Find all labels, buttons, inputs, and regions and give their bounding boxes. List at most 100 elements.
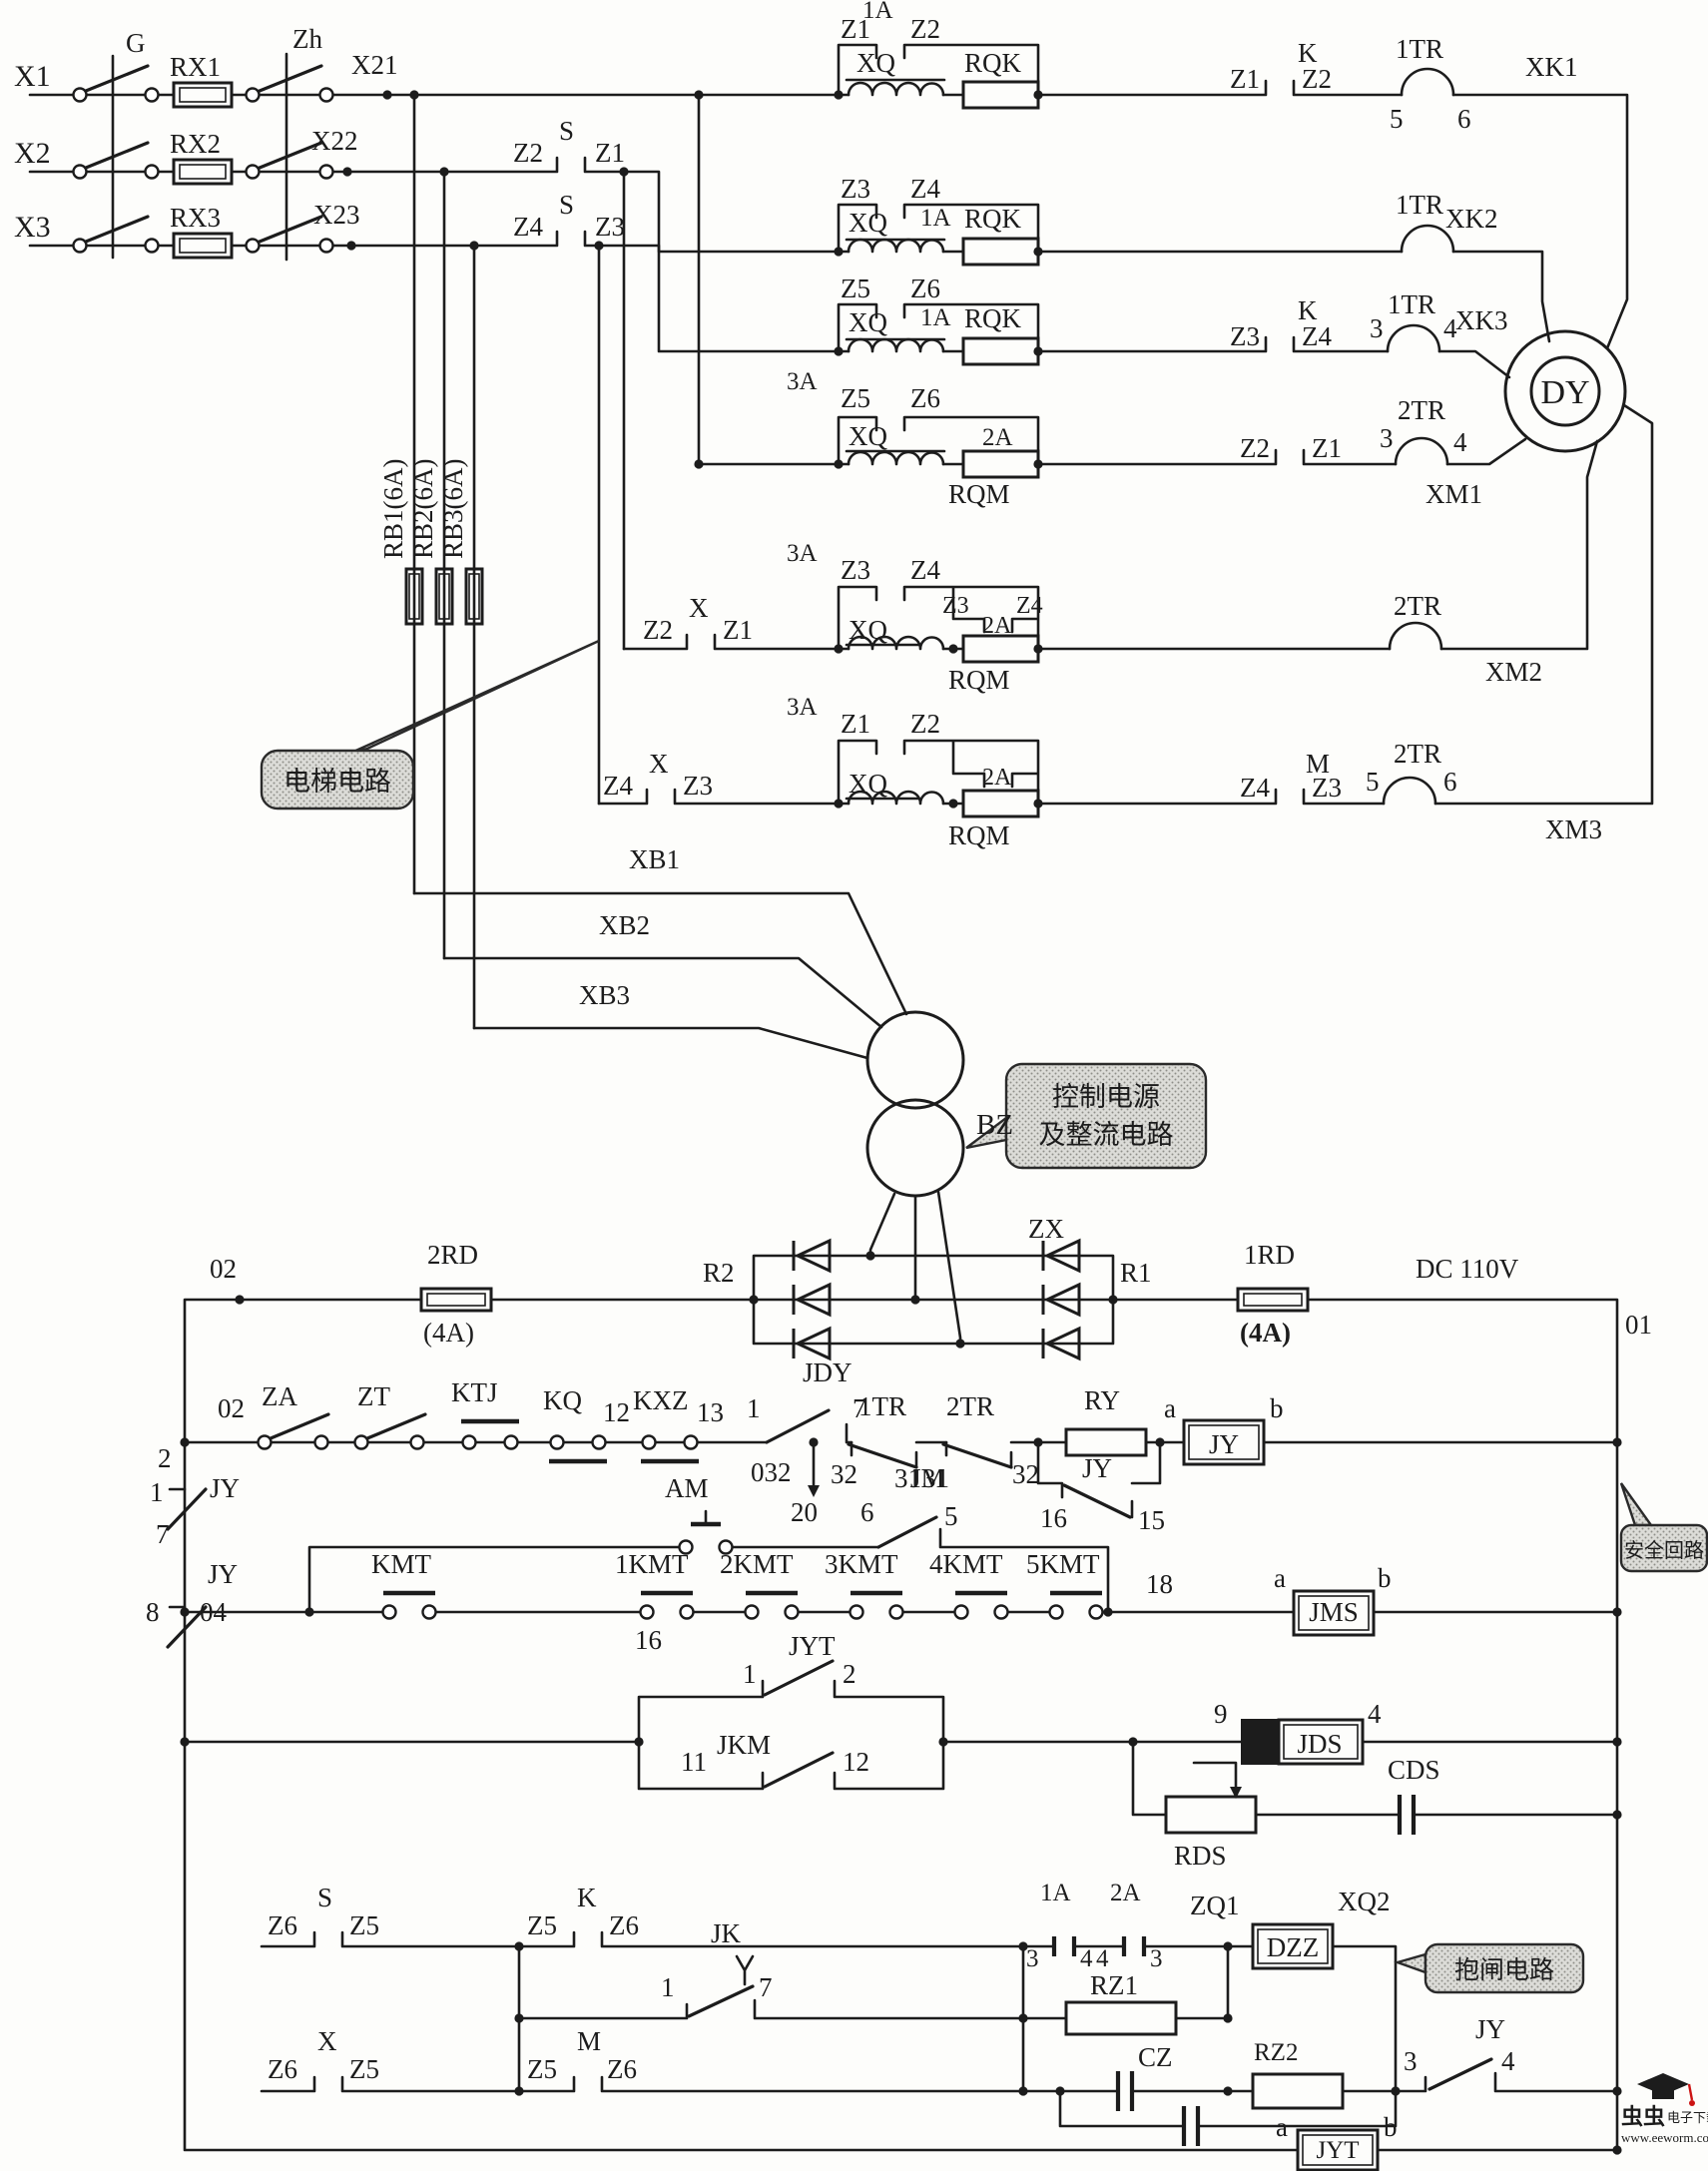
graduation-cap-icon <box>1637 2073 1695 2106</box>
diagram-label: 7 <box>759 1972 773 2002</box>
jkm-jds-section <box>183 1659 1619 1835</box>
diagram-label: Z3 <box>841 555 870 585</box>
diagram-label: 6 <box>1443 767 1457 797</box>
diagram-label: Z4 <box>1302 321 1332 351</box>
diagram-label: 1 <box>747 1393 761 1423</box>
diagram-label: K <box>1298 38 1318 68</box>
diagram-label: a <box>1164 1393 1176 1423</box>
kmt-chain-row <box>166 1487 1619 1649</box>
jds-black-block <box>1241 1719 1279 1765</box>
diagram-label: JY <box>208 1559 238 1589</box>
diagram-label: 3A <box>787 368 818 395</box>
diagram-label: 7 <box>156 1519 170 1549</box>
diagram-label: a <box>1274 1563 1286 1593</box>
diagram-label: XQ <box>849 769 887 799</box>
diagram-label: DZZ <box>1267 1932 1319 1962</box>
callout-elevator: 电梯电路 <box>260 639 600 811</box>
diagram-label: 4 <box>1501 2046 1515 2076</box>
terminal-circles <box>72 87 334 254</box>
diagram-label: Z1 <box>1312 433 1342 463</box>
diagram-label: RQK <box>964 204 1022 234</box>
diagram-label: Z4 <box>910 555 940 585</box>
diagram-label: 8 <box>146 1597 160 1627</box>
diagram-label: 11 <box>681 1747 707 1777</box>
diagram-label: 12 <box>603 1397 630 1427</box>
diagram-label: RQK <box>964 303 1022 333</box>
diagram-label: RZ1 <box>1090 1970 1138 2000</box>
relay-box-dzz <box>1251 1922 1335 1970</box>
diagram-label: RB3(6A) <box>438 459 468 560</box>
diagram-label: 6 <box>1457 104 1471 134</box>
diagram-label: M <box>1306 749 1330 779</box>
resistor-rz2 <box>1251 2072 1345 2110</box>
diagram-label: Z6 <box>268 1910 297 1940</box>
diagram-label: 3 <box>1150 1945 1163 1972</box>
diagram-label: 1TR <box>858 1391 906 1421</box>
diagram-label: XQ <box>856 48 895 78</box>
diagram-label: Z4 <box>1016 593 1043 619</box>
diagram-label: 032 <box>751 1457 792 1487</box>
fuse-RX1 <box>172 81 234 109</box>
diagram-label: 16 <box>635 1625 662 1655</box>
callout-safety-label: 安全回路 <box>1624 1539 1704 1562</box>
diagram-label: 12 <box>843 1747 869 1777</box>
diode <box>792 1238 1081 1361</box>
diagram-label: 3KMT <box>825 1549 898 1579</box>
callout-power-line1: 控制电源 <box>1052 1082 1160 1112</box>
callout-brake: 抱闸电路 <box>1394 1942 1585 1994</box>
diagram-label: JYT <box>1316 2137 1359 2164</box>
potentiometer-rds <box>1164 1795 1258 1835</box>
diagram-label: JYT <box>789 1631 836 1661</box>
diagram-label: 2A <box>1110 1880 1141 1906</box>
diagram-label: RY <box>1084 1385 1120 1415</box>
diagram-label: ZQ1 <box>1190 1891 1240 1920</box>
diagram-label: 2TR <box>946 1391 994 1421</box>
diagram-label: KTJ <box>451 1377 498 1407</box>
diagram-label: Z3 <box>841 174 870 204</box>
watermark-url: www.eeworm.com <box>1621 2130 1708 2145</box>
diagram-label: JY <box>1209 1429 1239 1459</box>
diagram-label: 2TR <box>1398 395 1445 425</box>
diagram-label: JY <box>210 1473 240 1503</box>
diagram-label: XQ <box>849 615 887 645</box>
diagram-label: RQK <box>964 48 1022 78</box>
diagram-label: XM1 <box>1425 479 1482 509</box>
diagram-label: 04 <box>200 1597 228 1627</box>
fuse-RX3 <box>172 232 234 260</box>
diagram-label: 1 <box>743 1659 757 1689</box>
diagram-label: Z2 <box>643 615 673 645</box>
diagram-label: DC 110V <box>1416 1254 1519 1284</box>
diagram-label: 1A <box>920 205 951 232</box>
diagram-label: 32 <box>1012 1459 1039 1489</box>
diagram-label: 1A <box>1040 1880 1071 1906</box>
diagram-label: 5 <box>1390 104 1404 134</box>
transformer-bz <box>412 891 965 1346</box>
diagram-label: XB2 <box>599 910 650 940</box>
diagram-label: RQM <box>948 665 1010 695</box>
diagram-label: 4 <box>1096 1945 1109 1972</box>
fuse-droppers-RB <box>404 93 484 1030</box>
diagram-label: JDS <box>1297 1729 1342 1759</box>
safety-circuit-row <box>183 1408 1619 1519</box>
diagram-label: 5 <box>1366 767 1380 797</box>
diagram-label: 7 <box>853 1393 866 1423</box>
capacitor-cds <box>1397 1795 1417 1835</box>
diagram-label: Z3 <box>595 212 625 242</box>
diagram-label: 02 <box>218 1393 245 1423</box>
diagram-label: 32 <box>831 1459 857 1489</box>
diagram-label: XQ <box>849 208 887 238</box>
watermark-brand: 虫虫 <box>1621 2104 1665 2129</box>
diagram-label: XQ <box>849 307 887 337</box>
diagram-label: 2KMT <box>720 1549 794 1579</box>
diagram-label: JY <box>1082 1453 1112 1483</box>
diagram-label: XM3 <box>1545 814 1602 844</box>
diagram-label: 1KMT <box>615 1549 689 1579</box>
diagram-label: CDS <box>1388 1755 1440 1785</box>
diagram-label: JK <box>711 1918 742 1948</box>
diagram-label: Z2 <box>1302 64 1332 94</box>
diagram-label: Z1 <box>595 138 625 168</box>
diagram-label: RX1 <box>170 52 221 82</box>
diagram-label: Z4 <box>1240 773 1270 803</box>
diagram-label: KMT <box>371 1549 432 1579</box>
